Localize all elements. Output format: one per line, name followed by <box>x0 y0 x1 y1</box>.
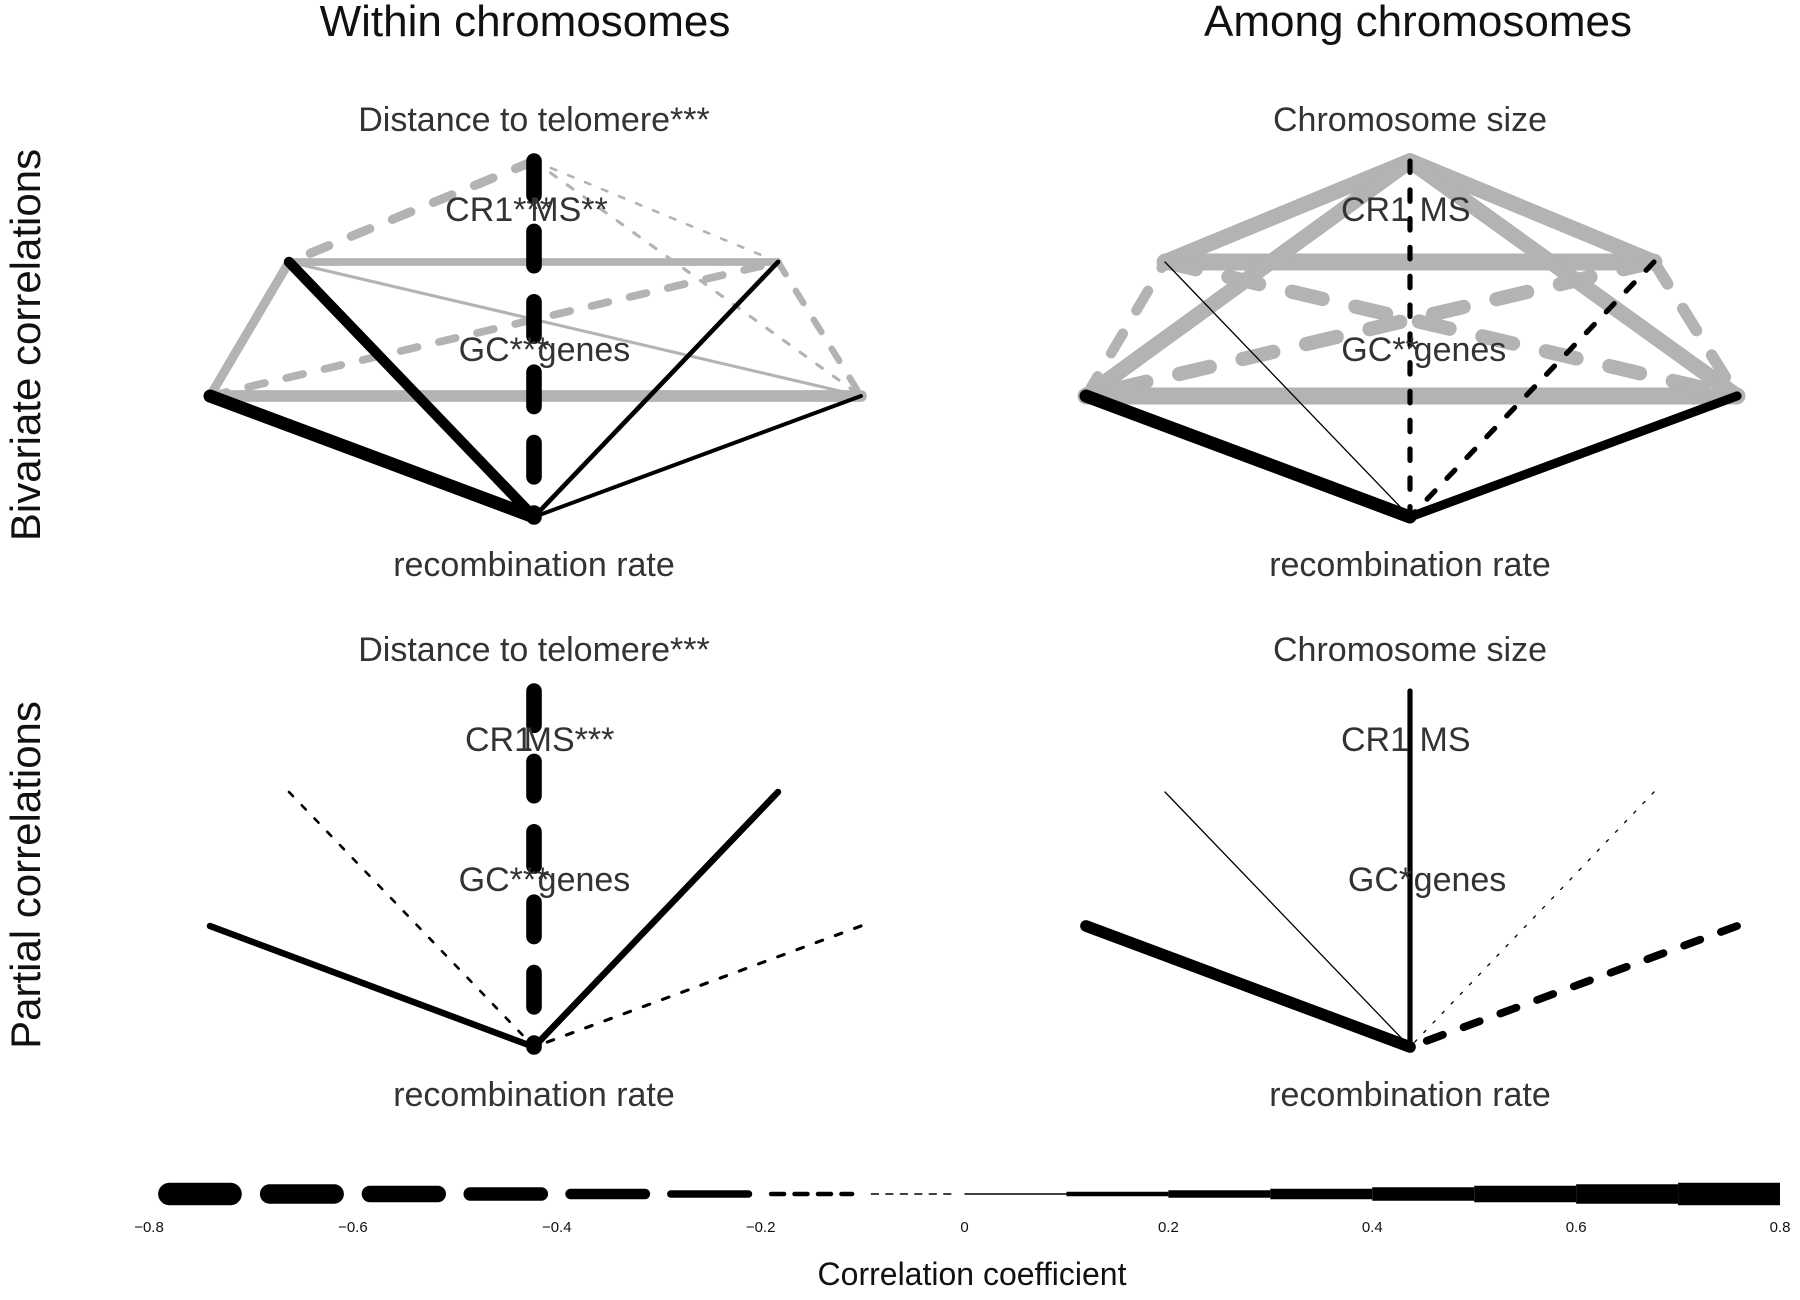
edge-ms-rec <box>530 788 782 1051</box>
node-label-cr1: CR1*** <box>445 191 553 229</box>
edge-top-ms <box>532 159 780 264</box>
edge-top-ms <box>1402 153 1662 270</box>
edge-cr1-rec <box>1164 791 1411 1048</box>
node-label-gc: GC*** <box>459 861 550 899</box>
node-label-rec: recombination rate <box>1269 546 1551 584</box>
legend-tick-label: 0.4 <box>1362 1219 1383 1236</box>
node-label-top: Chromosome size <box>1273 631 1547 669</box>
node-label-gc: GC** <box>1341 331 1418 369</box>
node-label-cr1: CR1 <box>465 721 533 759</box>
edge-gc-cr1 <box>205 257 294 401</box>
edge-cr1-genes <box>1157 254 1745 404</box>
legend-tick-label: −0.6 <box>338 1219 368 1236</box>
edge-cr1-genes <box>287 260 863 398</box>
node-label-ms: MS <box>1420 721 1471 759</box>
row-title-bivariate: Bivariate correlations <box>2 149 49 541</box>
edge-gc-rec <box>206 922 538 1051</box>
legend-tick-label: 0 <box>960 1219 968 1236</box>
edge-gc-rec <box>1080 920 1416 1053</box>
node-label-top: Distance to telomere*** <box>358 101 710 139</box>
edge-top-cr1 <box>1157 153 1418 270</box>
edge-ms-rec <box>531 259 781 520</box>
edge-cr1-rec <box>1164 261 1411 518</box>
node-label-rec: recombination rate <box>393 546 675 584</box>
edge-top-genes <box>532 159 863 398</box>
legend-tick-label: 0.6 <box>1566 1219 1587 1236</box>
node-label-top: Distance to telomere*** <box>358 631 710 669</box>
edge-gc-cr1 <box>1080 256 1171 402</box>
node-label-genes: genes <box>538 861 631 899</box>
edge-gc-rec <box>203 389 541 524</box>
node-label-rec: recombination rate <box>1269 1076 1551 1114</box>
edge-cr1-rec <box>283 256 540 523</box>
edge-cr1-rec <box>287 790 536 1049</box>
node-label-gc: GC*** <box>459 331 550 369</box>
panel-within-bivariate: Distance to telomere*** CR1***MS** GC***ge… <box>203 101 867 584</box>
edge-gc-ms <box>206 258 782 400</box>
node-label-top: Chromosome size <box>1273 101 1547 139</box>
node-label-genes: genes <box>1414 861 1507 899</box>
node-label-gc: GC* <box>1348 861 1412 899</box>
edge-ms-genes <box>1648 256 1743 402</box>
legend-tick-label: −0.4 <box>542 1219 572 1236</box>
legend-tick-label: −0.8 <box>134 1219 164 1236</box>
legend-title: Correlation coefficient <box>818 1256 1127 1292</box>
node-label-ms: MS <box>1420 191 1471 229</box>
line-width-legend: −0.8 −0.6 −0.4 −0.2 0 0.2 0.4 0.6 0.8 <box>134 1182 1791 1236</box>
node-label-genes: genes <box>538 331 631 369</box>
edge-ms-rec <box>1409 791 1655 1048</box>
node-label-cr1: CR1 <box>1341 191 1409 229</box>
node-label-genes: genes <box>1414 331 1507 369</box>
edge-ms-genes <box>774 258 865 400</box>
legend-tick-label: 0.8 <box>1770 1219 1791 1236</box>
node-label-cr1: CR1 <box>1341 721 1409 759</box>
node-label-rec: recombination rate <box>393 1076 675 1114</box>
network-panels: Distance to telomere***CR1***MS**GC***ge… <box>203 101 1746 1114</box>
row-title-partial: Partial correlations <box>2 701 49 1049</box>
edge-ms-rec <box>1407 259 1657 520</box>
edge-gc-rec <box>1079 389 1417 524</box>
legend-tick-label: −0.2 <box>746 1219 776 1236</box>
edge-ms-gc <box>1078 254 1662 404</box>
edge-genes-rec <box>1405 391 1742 522</box>
column-title-among: Among chromosomes <box>1204 0 1632 46</box>
node-label-ms: MS*** <box>524 721 615 759</box>
edge-top-cr1 <box>284 156 539 267</box>
edge-genes-rec <box>1406 922 1741 1051</box>
edge-genes-rec <box>532 394 863 519</box>
legend-tick-label: 0.2 <box>1158 1219 1179 1236</box>
column-title-within: Within chromosomes <box>320 0 731 46</box>
node-label-ms: MS** <box>530 191 607 229</box>
edge-genes-rec <box>532 924 863 1049</box>
